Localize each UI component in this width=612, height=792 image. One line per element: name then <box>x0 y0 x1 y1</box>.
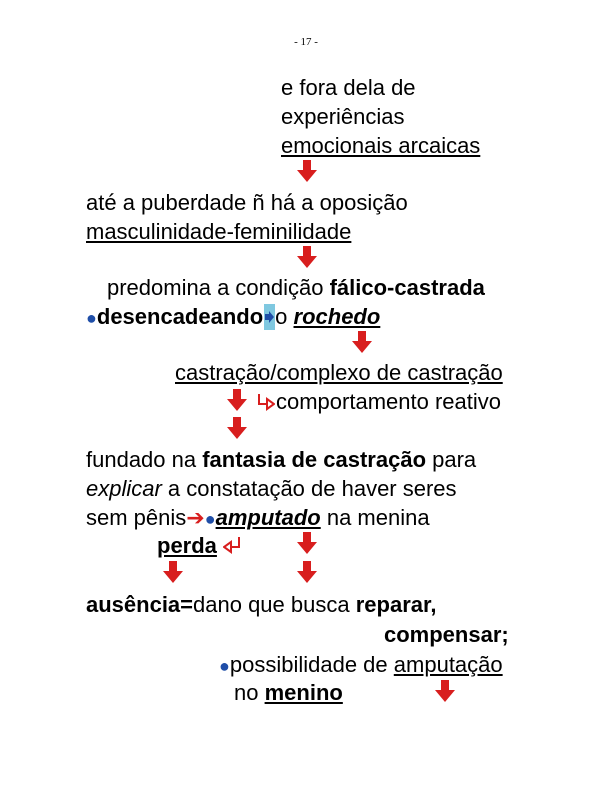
line-comportamento: comportamento reativo <box>276 389 501 414</box>
fundado-text: fundado na <box>86 447 203 472</box>
line-masculinidade: masculinidade-feminilidade <box>86 219 352 244</box>
predomina-text: predomina a condição <box>107 275 330 300</box>
right-arrow-icon <box>264 304 276 330</box>
line-desencadeando: ●desencadeando o rochedo <box>86 304 380 331</box>
down-arrow-icon <box>435 680 455 702</box>
explicar: explicar <box>86 476 162 501</box>
line-ausencia: ausência=dano que busca reparar, <box>86 592 436 618</box>
compensar: compensar; <box>384 622 509 647</box>
desencadeando: desencadeando <box>96 304 264 329</box>
line-puberdade: até a puberdade ñ há a oposição <box>86 190 408 215</box>
rochedo: rochedo <box>293 304 381 329</box>
line-predomina: predomina a condição fálico-castrada <box>107 275 485 301</box>
down-arrow-icon <box>227 389 247 411</box>
bullet-icon: ● <box>219 656 230 676</box>
menino: menino <box>264 680 343 705</box>
falico-castrada: fálico-castrada <box>329 275 485 300</box>
down-arrow-icon <box>297 561 317 583</box>
line-fundado: fundado na fantasia de castração para <box>86 447 476 473</box>
dano-text: dano que busca <box>193 592 356 617</box>
down-arrow-icon <box>352 331 372 353</box>
down-arrow-icon <box>163 561 183 583</box>
o-article: o <box>275 304 294 329</box>
ausencia: ausência= <box>86 592 194 617</box>
amputado: amputado <box>215 505 321 530</box>
right-arrow-icon: ➔ <box>186 505 205 530</box>
perda: perda <box>157 533 217 558</box>
reparar: reparar, <box>355 592 437 617</box>
down-arrow-icon <box>297 160 317 182</box>
line-no-menino: no menino <box>234 680 343 706</box>
page-number: - 17 - <box>294 36 318 48</box>
line-experiencias: experiências <box>281 104 405 129</box>
constatacao-text: a constatação de haver seres <box>161 476 457 501</box>
bullet-icon: ● <box>204 509 216 529</box>
bullet-icon: ● <box>86 308 97 328</box>
down-arrow-icon <box>297 532 317 554</box>
down-arrow-icon <box>227 417 247 439</box>
line-fora-dela: e fora dela de <box>281 75 416 100</box>
hook-arrow-icon <box>258 394 275 411</box>
line-castracao: castração/complexo de castração <box>175 360 503 385</box>
no-text: no <box>234 680 265 705</box>
para-text: para <box>426 447 477 472</box>
fantasia-castracao: fantasia de castração <box>202 447 427 472</box>
na-menina-text: na menina <box>320 505 430 530</box>
line-possibilidade: ●possibilidade de amputação <box>219 652 503 679</box>
line-sem-penis: sem pênis➔●amputado na menina <box>86 505 430 532</box>
line-explicar: explicar a constatação de haver seres <box>86 476 457 502</box>
down-arrow-icon <box>297 246 317 268</box>
sem-penis-text: sem pênis <box>86 505 187 530</box>
possibilidade-text: possibilidade de <box>229 652 394 677</box>
hook-arrow-icon <box>223 537 240 554</box>
amputacao: amputação <box>393 652 503 677</box>
line-emocionais: emocionais arcaicas <box>281 133 481 158</box>
